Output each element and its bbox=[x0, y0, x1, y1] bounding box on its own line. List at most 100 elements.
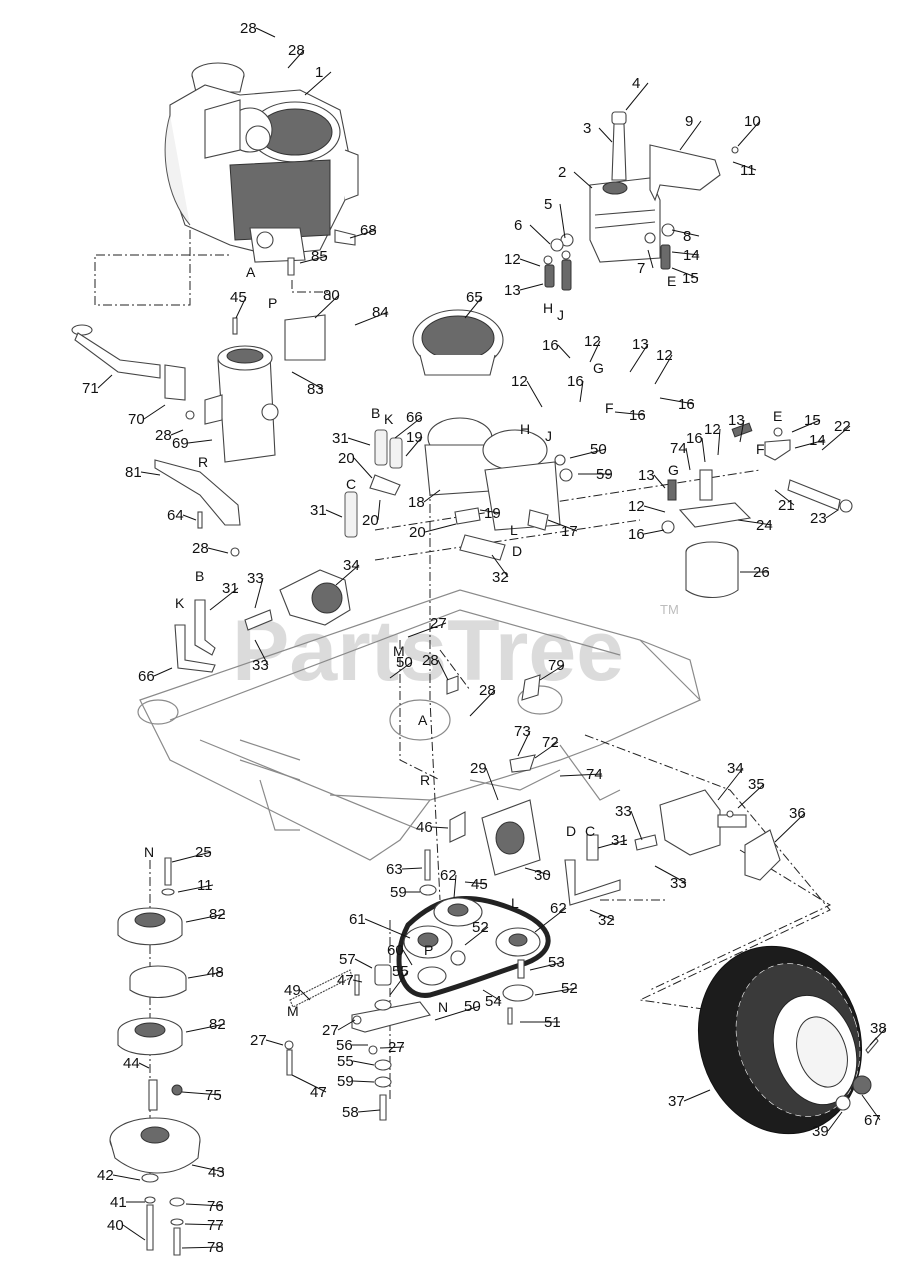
reference-letter-H: H bbox=[543, 300, 553, 316]
callout-number-50: 50 bbox=[590, 441, 607, 458]
callout-leader-63 bbox=[401, 867, 423, 870]
callout-number-56: 56 bbox=[336, 1037, 353, 1054]
callout-number-20: 20 bbox=[362, 512, 379, 529]
callout-leader-4 bbox=[625, 82, 649, 111]
callout-leader-71 bbox=[97, 374, 113, 389]
callout-number-59: 59 bbox=[596, 466, 613, 483]
callout-leader-16 bbox=[614, 411, 646, 416]
callout-leaders bbox=[97, 27, 887, 1249]
callout-leader-28 bbox=[170, 429, 184, 436]
callout-number-11: 11 bbox=[740, 162, 756, 179]
callout-leader-6 bbox=[529, 224, 551, 245]
callout-number-31: 31 bbox=[332, 430, 349, 447]
callout-number-28: 28 bbox=[155, 427, 172, 444]
callout-leader-52 bbox=[534, 987, 578, 996]
callout-leader-66 bbox=[153, 667, 173, 677]
callout-leader-53 bbox=[529, 961, 565, 971]
callout-number-33: 33 bbox=[670, 875, 687, 892]
callout-leader-33 bbox=[654, 865, 687, 884]
callout-number-28: 28 bbox=[288, 42, 305, 59]
callout-number-63: 63 bbox=[386, 861, 403, 878]
callout-number-45: 45 bbox=[230, 289, 247, 306]
callout-leader-14 bbox=[671, 251, 700, 256]
callout-leader-57 bbox=[354, 958, 373, 969]
callout-leader-27 bbox=[265, 1039, 284, 1046]
callout-leader-12 bbox=[589, 340, 601, 363]
callout-leader-68 bbox=[349, 229, 377, 239]
reference-letter-F: F bbox=[756, 441, 765, 457]
callout-leader-47 bbox=[291, 1074, 327, 1093]
callout-number-52: 52 bbox=[472, 919, 489, 936]
callout-leader-8 bbox=[671, 229, 700, 237]
callout-number-85: 85 bbox=[311, 248, 328, 265]
callout-leader-49 bbox=[299, 989, 311, 1001]
callout-number-32: 32 bbox=[492, 569, 509, 586]
callout-number-32: 32 bbox=[598, 912, 615, 929]
callout-leader-64 bbox=[182, 514, 197, 521]
callout-leader-32 bbox=[589, 909, 615, 921]
callout-leader-55 bbox=[389, 970, 409, 996]
callout-leader-43 bbox=[191, 1164, 225, 1173]
callout-number-27: 27 bbox=[250, 1032, 267, 1049]
reference-letter-L: L bbox=[511, 895, 519, 911]
callout-leader-31 bbox=[209, 587, 239, 611]
callout-leader-20 bbox=[353, 457, 373, 479]
callout-number-47: 47 bbox=[337, 972, 354, 989]
brackets bbox=[446, 674, 541, 876]
watermark-trademark: TM bbox=[660, 602, 679, 617]
callout-leader-75 bbox=[181, 1091, 222, 1096]
callout-number-31: 31 bbox=[222, 580, 239, 597]
callout-number-28: 28 bbox=[479, 682, 496, 699]
callout-leader-9 bbox=[679, 120, 702, 151]
mower-frame bbox=[137, 589, 702, 861]
callout-leader-50 bbox=[434, 1005, 481, 1021]
callout-leader-39 bbox=[827, 1111, 843, 1132]
callout-number-12: 12 bbox=[504, 251, 521, 268]
callout-leader-84 bbox=[354, 311, 389, 326]
callout-leader-82 bbox=[185, 1023, 226, 1033]
callout-number-83: 83 bbox=[307, 381, 324, 398]
callout-leader-11 bbox=[732, 161, 757, 171]
callout-leader-47 bbox=[352, 979, 363, 983]
callout-leader-66 bbox=[394, 416, 423, 439]
callout-leader-62 bbox=[534, 907, 567, 933]
callout-number-69: 69 bbox=[172, 435, 189, 452]
callout-number-13: 13 bbox=[632, 336, 649, 353]
reference-letter-F: F bbox=[605, 400, 614, 416]
callout-number-55: 55 bbox=[392, 963, 409, 980]
reference-letter-C: C bbox=[585, 823, 595, 839]
callout-number-40: 40 bbox=[107, 1217, 124, 1234]
callout-leader-65 bbox=[464, 296, 483, 319]
callout-leader-33 bbox=[254, 639, 269, 666]
reference-letter-K: K bbox=[175, 595, 185, 611]
callout-number-66: 66 bbox=[138, 668, 155, 685]
reference-letter-P: P bbox=[268, 295, 277, 311]
reference-letter-G: G bbox=[593, 360, 604, 376]
callout-leader-76 bbox=[185, 1203, 224, 1207]
callout-leader-80 bbox=[314, 294, 340, 319]
callout-number-20: 20 bbox=[409, 524, 426, 541]
hydraulic-tank-assembly bbox=[543, 111, 739, 291]
callout-leader-28 bbox=[255, 27, 276, 38]
callout-number-8: 8 bbox=[683, 228, 691, 245]
callout-number-16: 16 bbox=[686, 430, 703, 447]
callout-number-50: 50 bbox=[396, 654, 413, 671]
callout-number-26: 26 bbox=[753, 564, 770, 581]
callout-number-5: 5 bbox=[544, 196, 552, 213]
callout-number-16: 16 bbox=[567, 373, 584, 390]
callout-number-3: 3 bbox=[583, 120, 591, 137]
callout-number-34: 34 bbox=[343, 557, 360, 574]
callout-number-42: 42 bbox=[97, 1167, 114, 1184]
callout-leader-52 bbox=[464, 926, 489, 946]
callout-leader-20 bbox=[377, 499, 381, 521]
callout-number-12: 12 bbox=[511, 373, 528, 390]
callout-number-62: 62 bbox=[440, 867, 457, 884]
callout-number-16: 16 bbox=[628, 526, 645, 543]
reference-letter-R: R bbox=[198, 454, 208, 470]
callout-leader-61 bbox=[364, 918, 411, 939]
engine-assembly bbox=[164, 62, 359, 276]
callout-leader-72 bbox=[534, 741, 559, 759]
callout-number-78: 78 bbox=[207, 1239, 224, 1256]
callout-number-28: 28 bbox=[422, 652, 439, 669]
hydraulic-filter-assembly bbox=[661, 422, 853, 599]
